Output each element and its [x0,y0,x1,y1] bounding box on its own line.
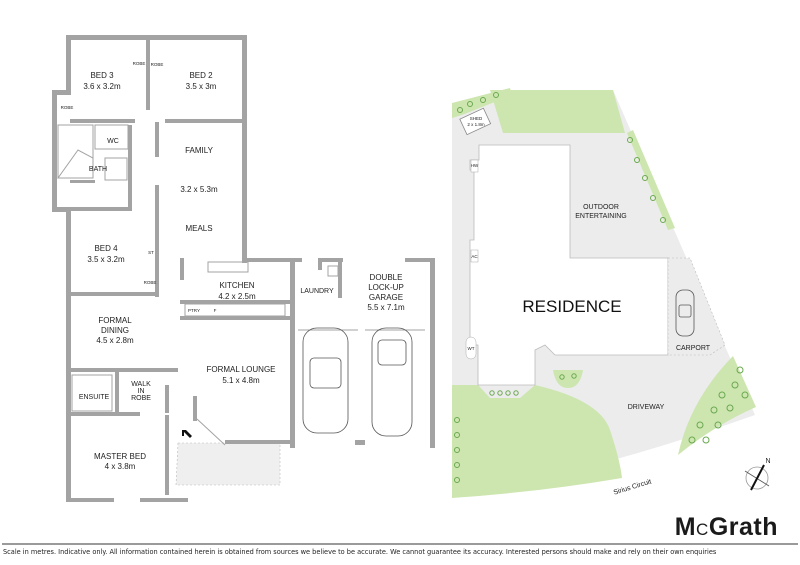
robe-label-bed3: ROBE [133,61,146,66]
trees [454,92,749,483]
shed: SHED 2 x 1.8m [459,107,492,136]
porch [175,442,281,486]
garden-strip-top-left [452,88,512,118]
street-label: Sirius Circuit [613,478,653,496]
disclaimer: Scale in metres. Indicative only. All in… [3,547,717,556]
robe-label-side: ROBE [61,105,74,110]
fridge-label: F [214,308,217,313]
air-con-label: AC [471,254,478,259]
room-labels: BED 3 3.6 x 3.2m BED 2 3.5 x 3m FAMILY 3… [61,61,405,471]
ensuite-label: ENSUITE [79,394,110,401]
hot-water-label: HW [471,163,479,168]
laundry-label: LAUNDRY [300,288,334,295]
robe-label-bed4: ROBE [144,280,157,285]
family-name: FAMILY [185,146,214,155]
meals-name: MEALS [185,224,212,233]
bed2-size: 3.5 x 3m [186,82,217,91]
north-label: N [765,458,770,465]
garage-name-1: DOUBLE [370,273,403,282]
water-tank-label: WT [468,346,475,351]
wir-label-3: ROBE [131,395,151,402]
shed-label: SHED [470,116,483,121]
fixtures [57,124,425,446]
pantry-label: PTRY [188,308,200,313]
walls [52,35,435,502]
shed-size: 2 x 1.8m [467,122,485,127]
lawn-top [490,90,625,133]
driveway-label: DRIVEWAY [628,404,665,411]
wc-label: WC [107,138,119,145]
brand-m: M [674,513,697,541]
garden-strip-right [627,130,675,230]
robe-label-bed2: ROBE [151,62,164,67]
brand-c: C [696,520,709,539]
north-arrow-icon: N [744,458,771,491]
outdoor-label-2: ENTERTAINING [575,213,626,220]
bed4-size: 3.5 x 3.2m [87,255,125,264]
site-plan: SHED 2 x 1.8m HW AC WT OUTDOOR ENTERTAIN… [452,88,771,498]
dining-name-2: DINING [101,326,129,335]
carport-label: CARPORT [676,345,711,352]
entry-arrow-icon [182,430,192,438]
garage-car-icons [302,327,413,437]
bed4-name: BED 4 [94,244,118,253]
master-size: 4 x 3.8m [105,462,136,471]
bed3-name: BED 3 [90,71,114,80]
dining-name-1: FORMAL [98,316,132,325]
lounge-size: 5.1 x 4.8m [222,376,260,385]
garden-bed-right [678,356,756,455]
floor-plan: BED 3 3.6 x 3.2m BED 2 3.5 x 3m FAMILY 3… [52,35,435,502]
lounge-name: FORMAL LOUNGE [206,365,275,374]
carport-car-icon [675,289,695,337]
garage-size: 5.5 x 7.1m [367,303,405,312]
storage-label: ST [148,250,154,255]
kitchen-size: 4.2 x 2.5m [218,292,256,301]
footer-divider [2,543,798,545]
master-name: MASTER BED [94,452,146,461]
bed2-name: BED 2 [189,71,213,80]
residence-label: RESIDENCE [522,297,621,316]
brand-logo: MCGrath [675,513,778,542]
garage-name-2: LOCK-UP [368,283,404,292]
kitchen-name: KITCHEN [219,281,254,290]
lawn-bottom [452,385,622,498]
bath-label: BATH [89,166,107,173]
outdoor-label-1: OUTDOOR [583,204,619,211]
dining-size: 4.5 x 2.8m [96,336,134,345]
wir-label-1: WALK [131,381,151,388]
garage-name-3: GARAGE [369,293,403,302]
carport-area [667,257,726,356]
wir-label-2: IN [138,388,145,395]
family-size: 3.2 x 5.3m [180,185,218,194]
brand-rest: Grath [708,513,778,541]
bed3-size: 3.6 x 3.2m [83,82,121,91]
